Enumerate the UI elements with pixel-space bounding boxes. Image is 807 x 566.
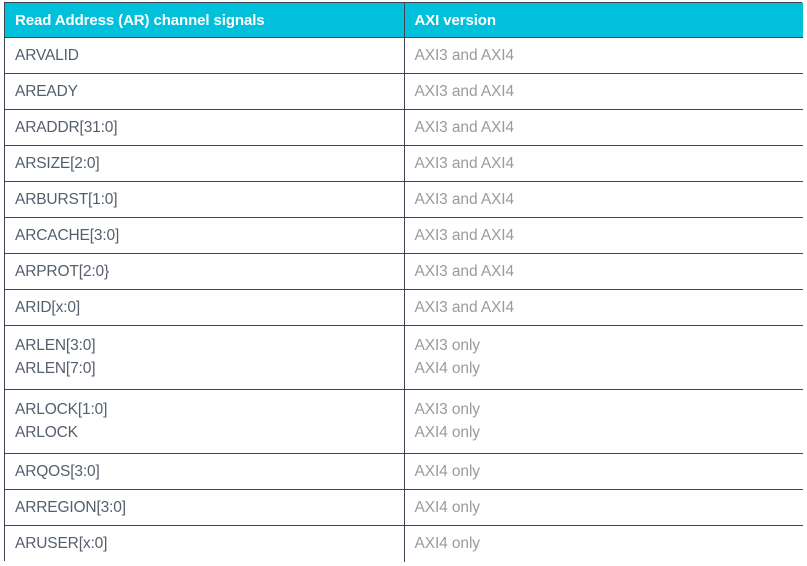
axi-version-cell: AXI3 only AXI4 only [404, 389, 804, 454]
signal-name-cell: ARPROT[2:0} [5, 253, 405, 290]
signal-name-cell: ARLOCK[1:0] ARLOCK [5, 389, 405, 454]
signal-name-cell: ARQOS[3:0] [5, 453, 405, 490]
signal-name-cell: ARVALID [5, 37, 405, 74]
axi-version-line-1: AXI3 only [414, 401, 481, 419]
table-row: ARCACHE[3:0] AXI3 and AXI4 [5, 217, 803, 254]
table-row: ARSIZE[2:0] AXI3 and AXI4 [5, 145, 803, 182]
axi-version-cell: AXI4 only [404, 489, 803, 526]
axi-version-cell: AXI3 and AXI4 [404, 109, 803, 146]
table-row: ARQOS[3:0] AXI4 only [5, 453, 803, 490]
axi-version-cell: AXI3 and AXI4 [404, 217, 803, 254]
signal-name-cell: ARLEN[3:0] ARLEN[7:0] [5, 325, 405, 390]
signal-name-cell: ARREGION[3:0] [5, 489, 405, 526]
signal-name-cell: AREADY [5, 73, 405, 110]
axi-version-line-2: AXI4 only [414, 359, 481, 377]
axi-version-cell: AXI4 only [404, 525, 803, 562]
signal-name-line-1: ARLOCK[1:0] [15, 401, 108, 419]
signal-name-line-2: ARLEN[7:0] [15, 359, 96, 377]
axi-read-address-signal-table: Read Address (AR) channel signals AXI ve… [5, 3, 803, 562]
axi-version-cell: AXI4 only [404, 453, 803, 490]
signal-name-cell: ARSIZE[2:0] [5, 145, 405, 182]
axi-version-cell: AXI3 and AXI4 [404, 73, 803, 110]
signal-name-cell: ARBURST[1:0] [5, 181, 405, 218]
signal-name-lines: ARLEN[3:0] ARLEN[7:0] [15, 337, 404, 377]
axi-version-line-1: AXI3 only [414, 337, 481, 355]
table-row: ARBURST[1:0] AXI3 and AXI4 [5, 181, 803, 218]
signal-name-line-2: ARLOCK [15, 423, 78, 441]
axi-version-lines: AXI3 only AXI4 only [414, 337, 804, 377]
column-header-signal: Read Address (AR) channel signals [5, 3, 405, 38]
axi-version-cell: AXI3 and AXI4 [404, 289, 803, 326]
table-row: ARVALID AXI3 and AXI4 [5, 37, 803, 74]
table-body: ARVALID AXI3 and AXI4 AREADY AXI3 and AX… [5, 37, 804, 562]
table-header: Read Address (AR) channel signals AXI ve… [5, 3, 803, 38]
table-row: ARADDR[31:0] AXI3 and AXI4 [5, 109, 803, 146]
axi-version-cell: AXI3 and AXI4 [404, 37, 803, 74]
table-header-row: Read Address (AR) channel signals AXI ve… [5, 3, 803, 38]
axi-version-line-2: AXI4 only [414, 423, 481, 441]
axi-version-cell: AXI3 and AXI4 [404, 253, 803, 290]
signal-table-container: Read Address (AR) channel signals AXI ve… [4, 2, 803, 562]
signal-name-cell: ARADDR[31:0] [5, 109, 405, 146]
signal-name-cell: ARID[x:0] [5, 289, 405, 326]
column-header-axi-version: AXI version [404, 3, 803, 38]
signal-name-cell: ARCACHE[3:0] [5, 217, 405, 254]
table-row: ARLEN[3:0] ARLEN[7:0] AXI3 only AXI4 onl… [5, 325, 804, 390]
axi-version-cell: AXI3 only AXI4 only [404, 325, 804, 390]
axi-version-cell: AXI3 and AXI4 [404, 145, 803, 182]
table-row: ARPROT[2:0} AXI3 and AXI4 [5, 253, 803, 290]
table-row: ARREGION[3:0] AXI4 only [5, 489, 803, 526]
signal-name-line-1: ARLEN[3:0] [15, 337, 96, 355]
table-row: ARID[x:0] AXI3 and AXI4 [5, 289, 803, 326]
signal-name-lines: ARLOCK[1:0] ARLOCK [15, 401, 404, 441]
table-row: AREADY AXI3 and AXI4 [5, 73, 803, 110]
axi-version-cell: AXI3 and AXI4 [404, 181, 803, 218]
signal-name-cell: ARUSER[x:0] [5, 525, 405, 562]
table-row: ARUSER[x:0] AXI4 only [5, 525, 803, 562]
axi-version-lines: AXI3 only AXI4 only [414, 401, 804, 441]
table-row: ARLOCK[1:0] ARLOCK AXI3 only AXI4 only [5, 389, 804, 454]
